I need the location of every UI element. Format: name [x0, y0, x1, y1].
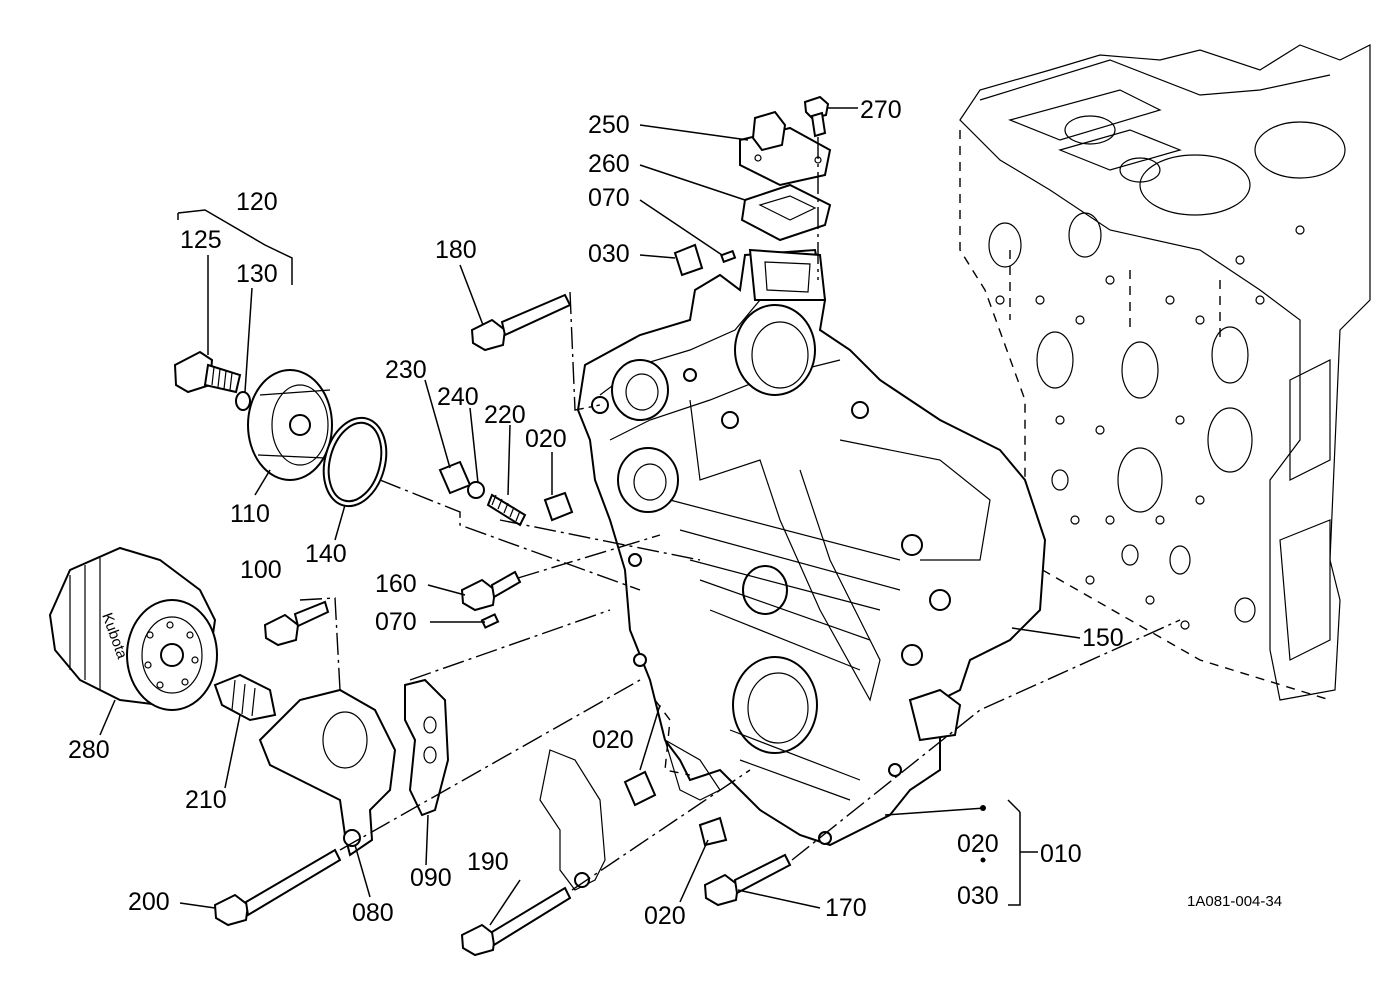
label-100: 100	[240, 556, 282, 584]
bolt-270	[803, 95, 830, 138]
bolt-170	[703, 853, 792, 907]
label-020-lower: 020	[644, 902, 686, 930]
bolt-100	[263, 600, 330, 647]
pin-070-lower	[480, 613, 500, 629]
valve-230	[438, 460, 472, 495]
label-270: 270	[860, 96, 902, 124]
label-070-lower: 070	[375, 608, 417, 636]
label-140: 140	[305, 540, 347, 568]
label-080: 080	[352, 899, 394, 927]
label-030: 030	[588, 240, 630, 268]
label-250: 250	[588, 111, 630, 139]
label-160: 160	[375, 570, 417, 598]
label-125: 125	[180, 226, 222, 254]
filter-bracket-080	[258, 688, 397, 857]
label-020-upper: 020	[525, 425, 567, 453]
label-010: 010	[1040, 840, 1082, 868]
label-010-range-end: 030	[957, 882, 999, 910]
bolt-190	[460, 886, 572, 957]
plug-030	[673, 243, 704, 277]
part-labels: 120 125 130 110 140 280 100 210 200 080 …	[68, 96, 1282, 930]
pin-070-upper	[720, 249, 737, 264]
label-220: 220	[484, 401, 526, 429]
label-280: 280	[68, 736, 110, 764]
label-190: 190	[467, 848, 509, 876]
spring-220-coils	[491, 494, 521, 522]
bolt-200	[213, 848, 342, 927]
label-120: 120	[236, 188, 278, 216]
label-240: 240	[437, 383, 479, 411]
gasket-090	[404, 678, 450, 817]
label-180: 180	[435, 236, 477, 264]
label-260: 260	[588, 150, 630, 178]
label-150: 150	[1082, 624, 1124, 652]
plug-020-upper	[543, 491, 574, 522]
gasket-260	[740, 183, 832, 242]
cover-250	[739, 110, 832, 187]
label-010-range-start: 020	[957, 830, 999, 858]
ring-130	[235, 391, 251, 411]
bracket-outline	[539, 749, 606, 891]
plug-020-lower	[698, 816, 728, 847]
plug-020-mid	[623, 770, 657, 807]
bolt-180	[470, 293, 572, 352]
engine-block	[959, 44, 1371, 701]
label-170: 170	[825, 894, 867, 922]
diagram-code: 1A081-004-34	[1187, 893, 1282, 910]
label-020-mid: 020	[592, 726, 634, 754]
nipple-210	[213, 673, 277, 722]
label-090: 090	[410, 864, 452, 892]
leader-lines	[99, 107, 1181, 926]
ball-240	[467, 481, 485, 499]
oil-filter-280: Kubota	[48, 546, 218, 711]
label-130: 130	[236, 260, 278, 288]
label-200: 200	[128, 888, 170, 916]
label-070-upper: 070	[588, 184, 630, 212]
bracket-hole	[574, 872, 590, 888]
gear-case-150	[576, 248, 1047, 847]
bolt-160	[460, 570, 522, 612]
label-110: 110	[230, 500, 270, 528]
bolt-125	[173, 350, 242, 394]
label-230: 230	[385, 356, 427, 384]
label-210: 210	[185, 786, 227, 814]
o-ring-140-inner	[327, 421, 383, 503]
filter-flange-110	[247, 369, 333, 481]
spring-220	[486, 493, 527, 527]
